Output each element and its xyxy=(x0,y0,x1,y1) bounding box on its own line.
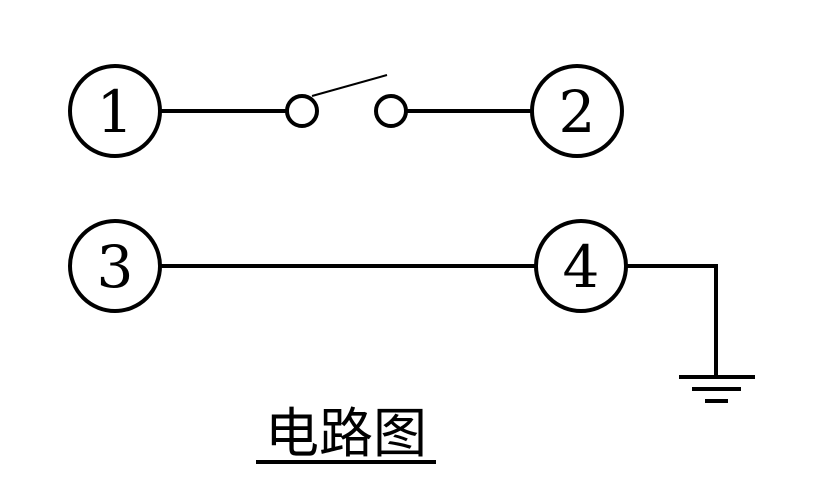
ground-symbol xyxy=(679,375,755,403)
terminal-3: 3 xyxy=(68,219,162,313)
terminal-1: 1 xyxy=(68,64,162,158)
switch-contact-right xyxy=(374,94,408,128)
switch xyxy=(285,74,408,128)
wire-4-to-ground xyxy=(627,264,718,377)
terminal-4-circle xyxy=(534,219,628,313)
terminal-4: 4 xyxy=(534,219,628,313)
terminal-1-label: 1 xyxy=(97,78,134,146)
terminal-3-label: 3 xyxy=(97,233,134,301)
terminal-2-label: 2 xyxy=(559,78,596,146)
terminal-2: 2 xyxy=(530,64,624,158)
terminal-4-label: 4 xyxy=(563,233,600,301)
terminal-3-circle xyxy=(68,219,162,313)
terminal-1-circle xyxy=(68,64,162,158)
switch-lever xyxy=(311,74,388,97)
switch-contact-left xyxy=(285,94,319,128)
terminal-2-circle xyxy=(530,64,624,158)
diagram-caption: 电路图 xyxy=(265,402,427,465)
